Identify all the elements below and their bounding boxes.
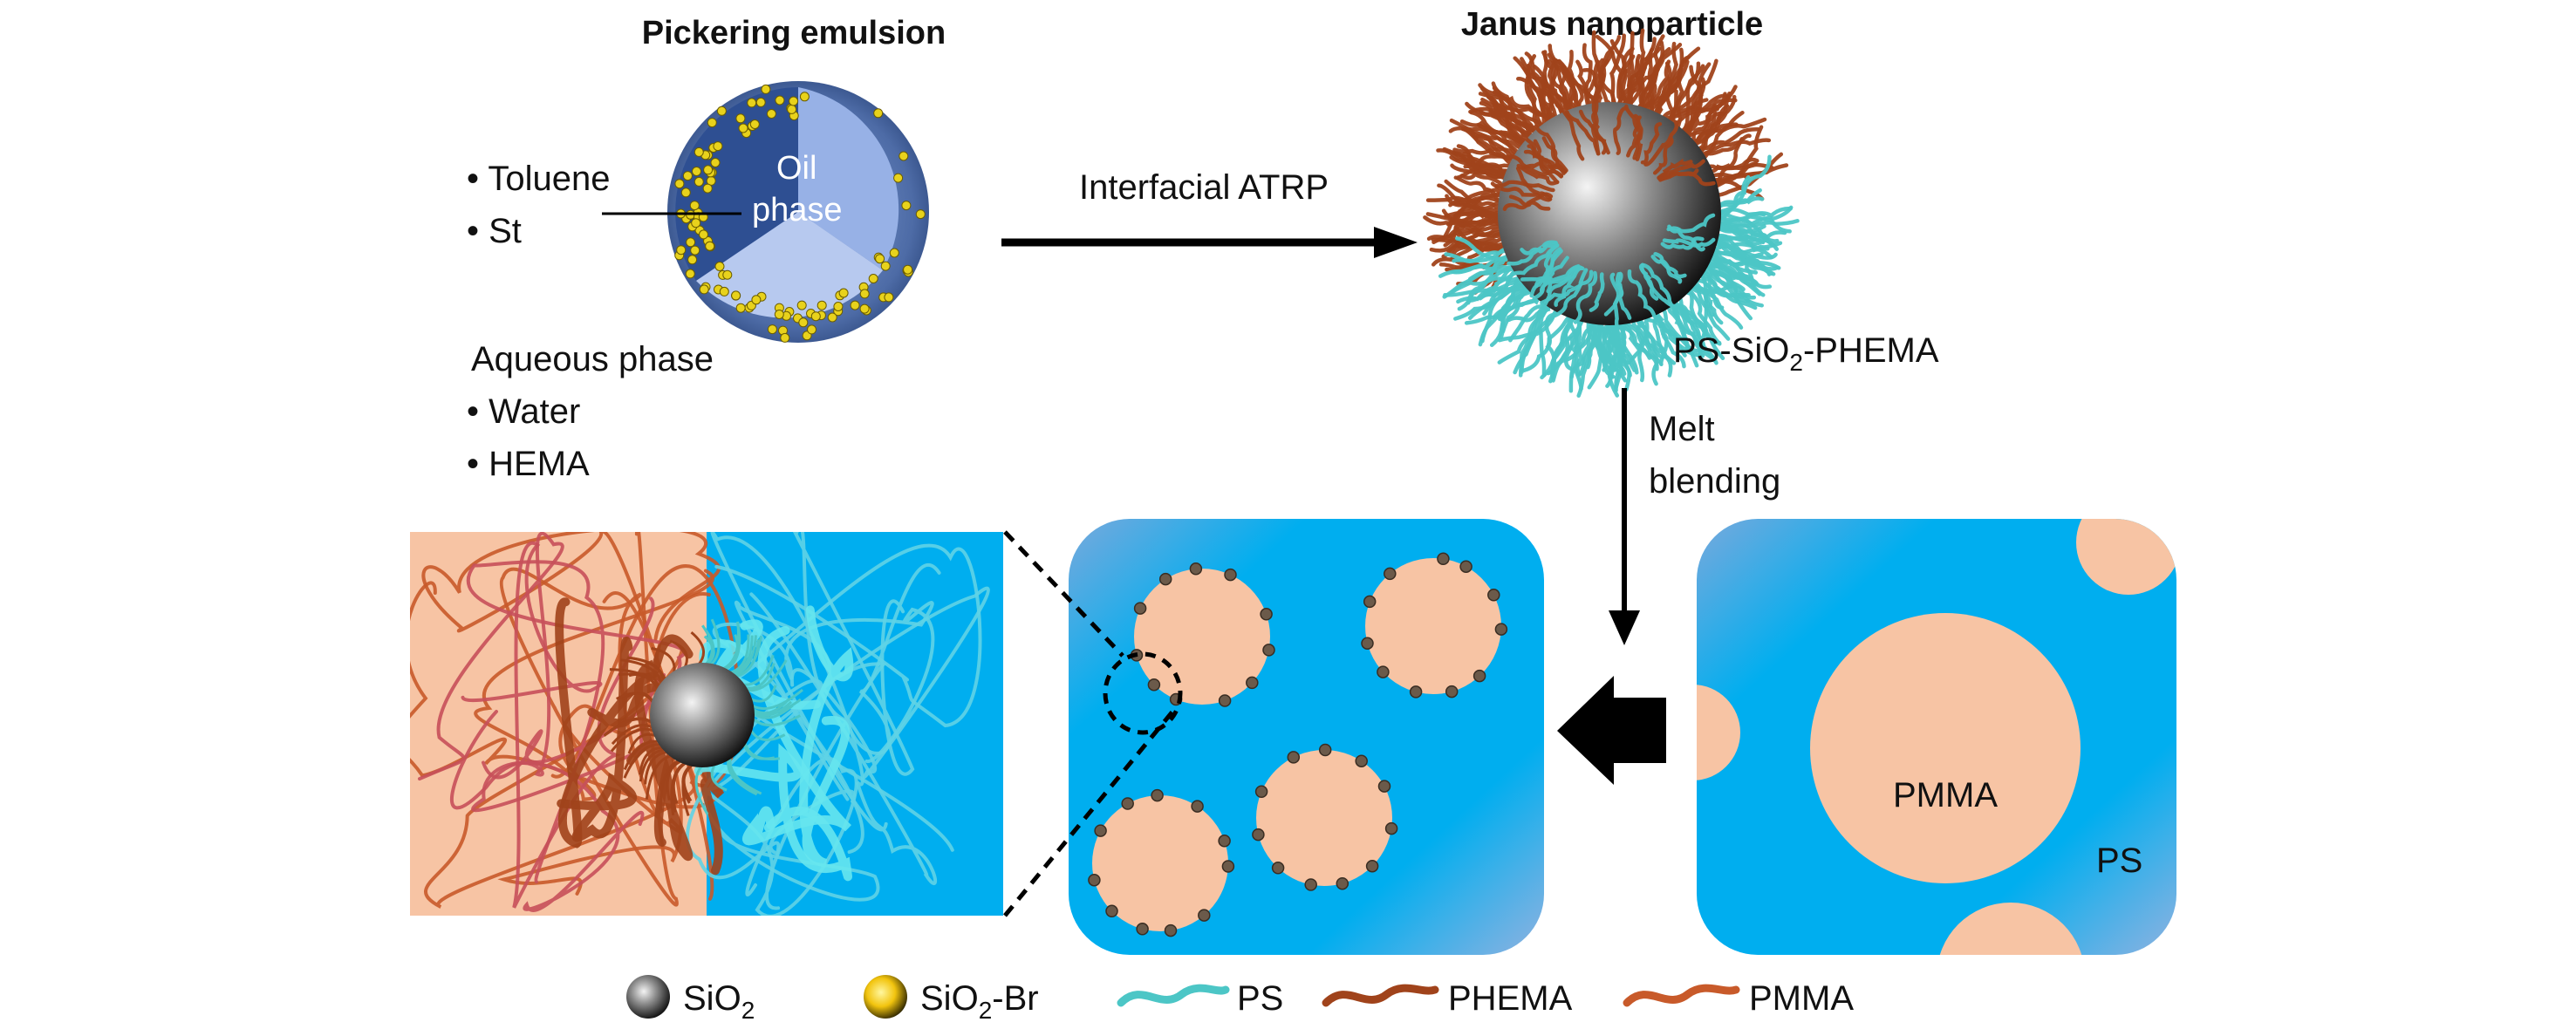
svg-text:SiO2-Br: SiO2-Br [920,979,1039,1024]
zoom-region [1103,651,1183,735]
ps-matrix-label: PS [2096,842,2142,880]
oil-items-list: • Toluene • St [467,160,611,250]
svg-text:• Toluene: • Toluene [467,160,611,198]
pickering-emulsion-droplet: Oil phase [667,81,929,343]
svg-text:Melt: Melt [1649,410,1715,448]
legend-phema: PHEMA [1322,979,1573,1018]
legend: SiO2 SiO2-Br PS PHEMA PMMA [626,975,1854,1024]
janus-nanoparticle [1423,28,1800,399]
interface-zoom-panel [410,532,1003,916]
zoom-line-top [1003,530,1124,658]
oil-phase-label-1: Oil [776,150,817,187]
interfacial-atrp-arrow: Interfacial ATRP [1001,168,1418,258]
svg-text:• St: • St [467,212,522,250]
zoom-line-bottom [1003,709,1175,917]
legend-sio2-br: SiO2-Br [864,975,1039,1024]
compatibilization-arrow [1557,676,1666,785]
janus-title: Janus nanoparticle [1461,6,1763,43]
legend-pmma: PMMA [1623,979,1854,1018]
legend-sio2: SiO2 [626,975,755,1024]
svg-text:PMMA: PMMA [1749,979,1854,1018]
legend-ps: PS [1117,979,1283,1018]
pmma-domain-label: PMMA [1893,776,1998,814]
svg-text:• HEMA: • HEMA [467,445,590,483]
svg-text:blending: blending [1649,462,1780,501]
oil-phase-label-2: phase [752,192,843,228]
pickering-title: Pickering emulsion [642,15,946,51]
compatibilized-blend-panel [1069,519,1544,955]
svg-text:PS: PS [1237,979,1283,1018]
melt-blending-arrow: Melt blending [1609,388,1780,645]
svg-text:Aqueous phase: Aqueous phase [471,340,714,378]
svg-text:SiO2: SiO2 [683,979,755,1024]
reaction-label: Interfacial ATRP [1079,168,1329,207]
aqueous-phase-list: Aqueous phase • Water • HEMA [467,340,714,483]
svg-text:PHEMA: PHEMA [1448,979,1573,1018]
svg-text:• Water: • Water [467,392,580,431]
janus-formula-label: PS-SiO2-PHEMA [1673,331,1939,376]
blend-morphology-panel: PMMA PS [1697,519,2176,955]
